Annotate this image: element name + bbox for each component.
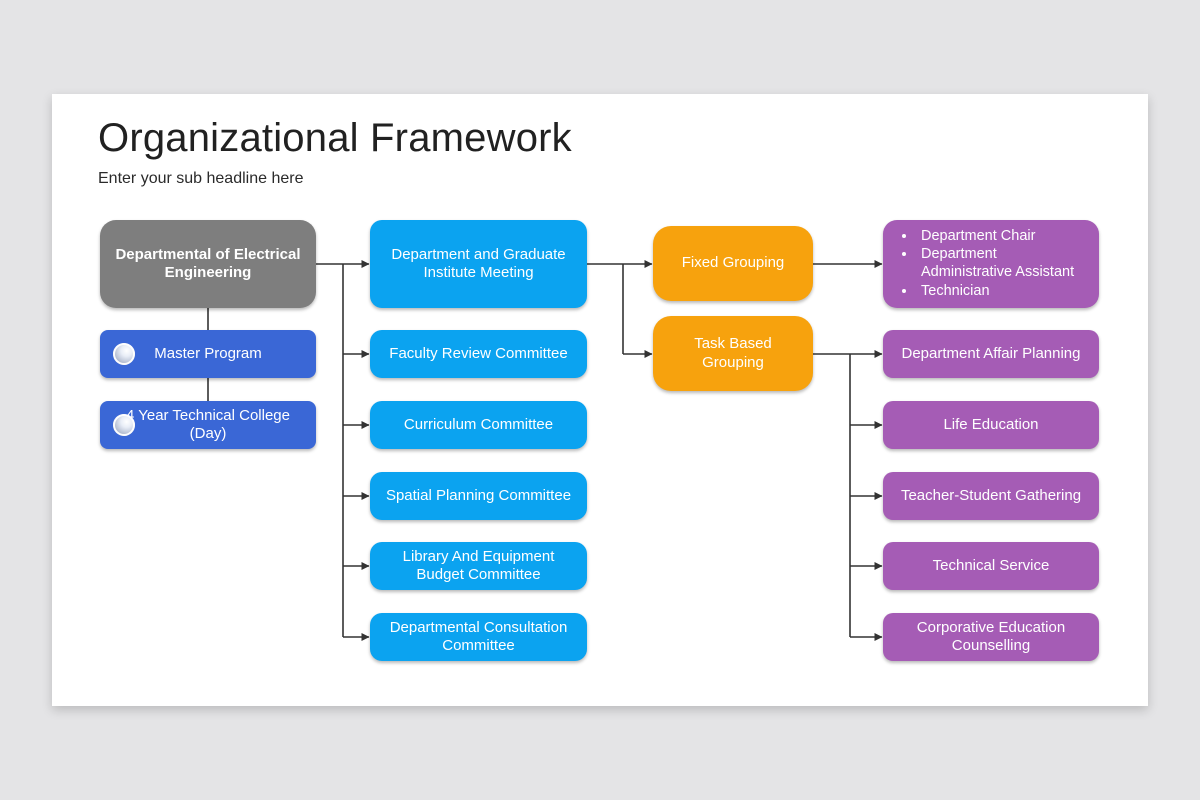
node-committee-faculty-review: Faculty Review Committee	[370, 330, 587, 378]
node-committee-label: Departmental Consultation Committee	[389, 618, 568, 654]
member-item: Department Administrative Assistant	[917, 246, 1089, 281]
slide-title: Organizational Framework	[98, 116, 572, 160]
member-label: Department Chair	[921, 227, 1036, 244]
node-program-master: Master Program	[100, 330, 316, 378]
sphere-icon	[113, 343, 135, 365]
node-fixed-grouping-members: Department Chair Department Administrati…	[883, 220, 1099, 308]
member-label: Technician	[921, 282, 990, 299]
member-item: Department Chair	[917, 228, 1089, 246]
node-root-label: Departmental of Electrical Engineering	[115, 245, 301, 281]
node-program-master-label: Master Program	[154, 344, 262, 362]
node-unit-corporative-counselling: Corporative Education Counselling	[883, 613, 1099, 661]
member-item: Technician	[917, 283, 1089, 301]
node-committee-label: Curriculum Committee	[403, 415, 554, 433]
node-unit-label: Teacher-Student Gathering	[900, 486, 1082, 504]
node-unit-label: Life Education	[943, 415, 1039, 433]
node-committee-label: Spatial Planning Committee	[385, 486, 572, 504]
node-committee-institute-meeting: Department and Graduate Institute Meetin…	[370, 220, 587, 308]
node-unit-life-education: Life Education	[883, 401, 1099, 449]
member-label: Department Administrative Assistant	[921, 246, 1075, 280]
members-list: Department Chair Department Administrati…	[891, 227, 1089, 302]
node-grouping-fixed: Fixed Grouping	[653, 226, 813, 301]
org-chart-diagram: Departmental of Electrical Engineering M…	[52, 94, 1148, 706]
node-program-college: 4 Year Technical College (Day)	[100, 401, 316, 449]
node-committee-consultation: Departmental Consultation Committee	[370, 613, 587, 661]
node-unit-label: Department Affair Planning	[901, 344, 1081, 362]
node-program-college-label: 4 Year Technical College (Day)	[125, 406, 290, 442]
node-unit-teacher-student: Teacher-Student Gathering	[883, 472, 1099, 520]
node-unit-label: Corporative Education Counselling	[916, 618, 1066, 654]
node-committee-label: Department and Graduate Institute Meetin…	[391, 245, 566, 281]
node-grouping-task-based: Task Based Grouping	[653, 316, 813, 391]
sphere-icon	[113, 414, 135, 436]
node-unit-affair-planning: Department Affair Planning	[883, 330, 1099, 378]
node-unit-label: Technical Service	[932, 556, 1050, 574]
node-committee-label: Faculty Review Committee	[389, 344, 568, 362]
node-grouping-label: Task Based Grouping	[694, 335, 772, 371]
node-root: Departmental of Electrical Engineering	[100, 220, 316, 308]
node-committee-spatial-planning: Spatial Planning Committee	[370, 472, 587, 520]
node-unit-technical-service: Technical Service	[883, 542, 1099, 590]
slide: Organizational Framework Enter your sub …	[52, 94, 1148, 706]
node-committee-label: Library And Equipment Budget Committee	[402, 547, 555, 583]
node-committee-library-budget: Library And Equipment Budget Committee	[370, 542, 587, 590]
node-committee-curriculum: Curriculum Committee	[370, 401, 587, 449]
slide-subtitle: Enter your sub headline here	[98, 170, 304, 187]
node-grouping-label: Fixed Grouping	[681, 254, 785, 272]
